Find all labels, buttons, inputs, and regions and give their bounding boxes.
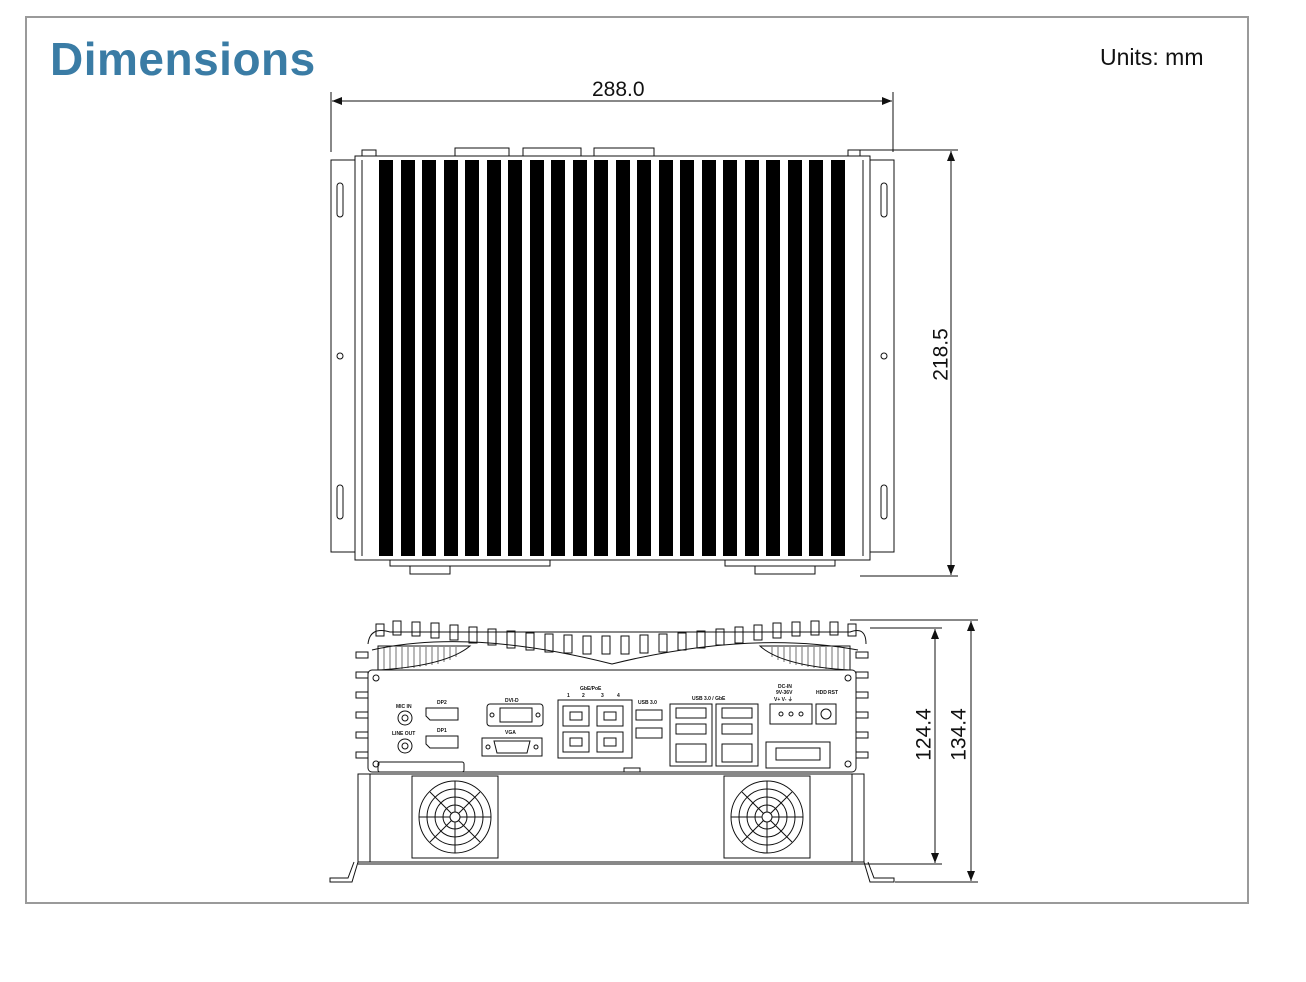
fan-module xyxy=(357,773,865,863)
body-height-dimension-label: 124.4 xyxy=(912,708,936,761)
label-lan-2: 2 xyxy=(582,693,585,699)
label-gbe-poe: GbE/PoE xyxy=(580,686,602,692)
dp2-port xyxy=(425,707,459,721)
label-dc-pins: V+ V- ⏚ xyxy=(774,696,793,703)
lan-block xyxy=(557,699,633,759)
usb30-port-top xyxy=(635,709,663,721)
mic-in-jack xyxy=(397,710,413,726)
usb30-port-bottom xyxy=(635,727,663,739)
dc-in-terminal xyxy=(769,703,813,725)
heatsink-fins xyxy=(379,160,845,556)
label-lan-4: 4 xyxy=(617,693,620,699)
label-usb30: USB 3.0 xyxy=(638,700,657,706)
label-dp1: DP1 xyxy=(437,728,447,734)
label-lan-3: 3 xyxy=(601,693,604,699)
front-fin-tops xyxy=(375,620,857,655)
label-dvi: DVI-D xyxy=(505,698,519,704)
label-dp2: DP2 xyxy=(437,700,447,706)
label-mic-in: MIC IN xyxy=(396,704,412,710)
right-vent xyxy=(758,645,851,671)
top-view xyxy=(330,92,958,577)
front-panel-labels: MIC IN LINE OUT DP2 DP1 DVI-D VGA GbE/Po… xyxy=(392,684,838,737)
label-rst: RST xyxy=(828,690,838,696)
label-usb30-gbe: USB 3.0 / GbE xyxy=(692,696,726,702)
width-dimension-label: 288.0 xyxy=(592,78,645,101)
depth-dimension-label: 218.5 xyxy=(929,328,953,381)
front-top-wave xyxy=(371,641,859,665)
label-dc-in: DC-IN xyxy=(778,684,792,690)
total-height-dimension-label: 134.4 xyxy=(947,708,971,761)
label-lan-1: 1 xyxy=(567,693,570,699)
vga-port xyxy=(481,737,543,757)
fan-left xyxy=(411,775,499,859)
left-foot xyxy=(329,861,359,883)
lan-port-3 xyxy=(596,705,624,727)
label-dc-range: 9V-36V xyxy=(776,690,793,696)
lan-port-4 xyxy=(596,731,624,753)
line-out-jack xyxy=(397,738,413,754)
label-vga: VGA xyxy=(505,730,516,736)
lan-port-1 xyxy=(562,705,590,727)
dvi-port xyxy=(486,703,544,727)
units-label: Units: mm xyxy=(1100,44,1204,70)
label-hdd: HDD xyxy=(816,690,827,696)
right-mount-bracket xyxy=(869,159,895,553)
lan-port-2 xyxy=(562,731,590,753)
page-title: Dimensions xyxy=(50,33,316,85)
fan-right xyxy=(723,775,811,859)
right-foot xyxy=(863,861,895,883)
usb-gbe-combo-left xyxy=(669,703,713,767)
usb-gbe-combo-right xyxy=(715,703,759,767)
label-line-out: LINE OUT xyxy=(392,731,415,737)
front-view xyxy=(329,619,978,883)
front-io-panel xyxy=(367,669,857,773)
dp1-port xyxy=(425,735,459,749)
power-button xyxy=(815,703,837,725)
dio-terminal-block xyxy=(765,741,831,769)
